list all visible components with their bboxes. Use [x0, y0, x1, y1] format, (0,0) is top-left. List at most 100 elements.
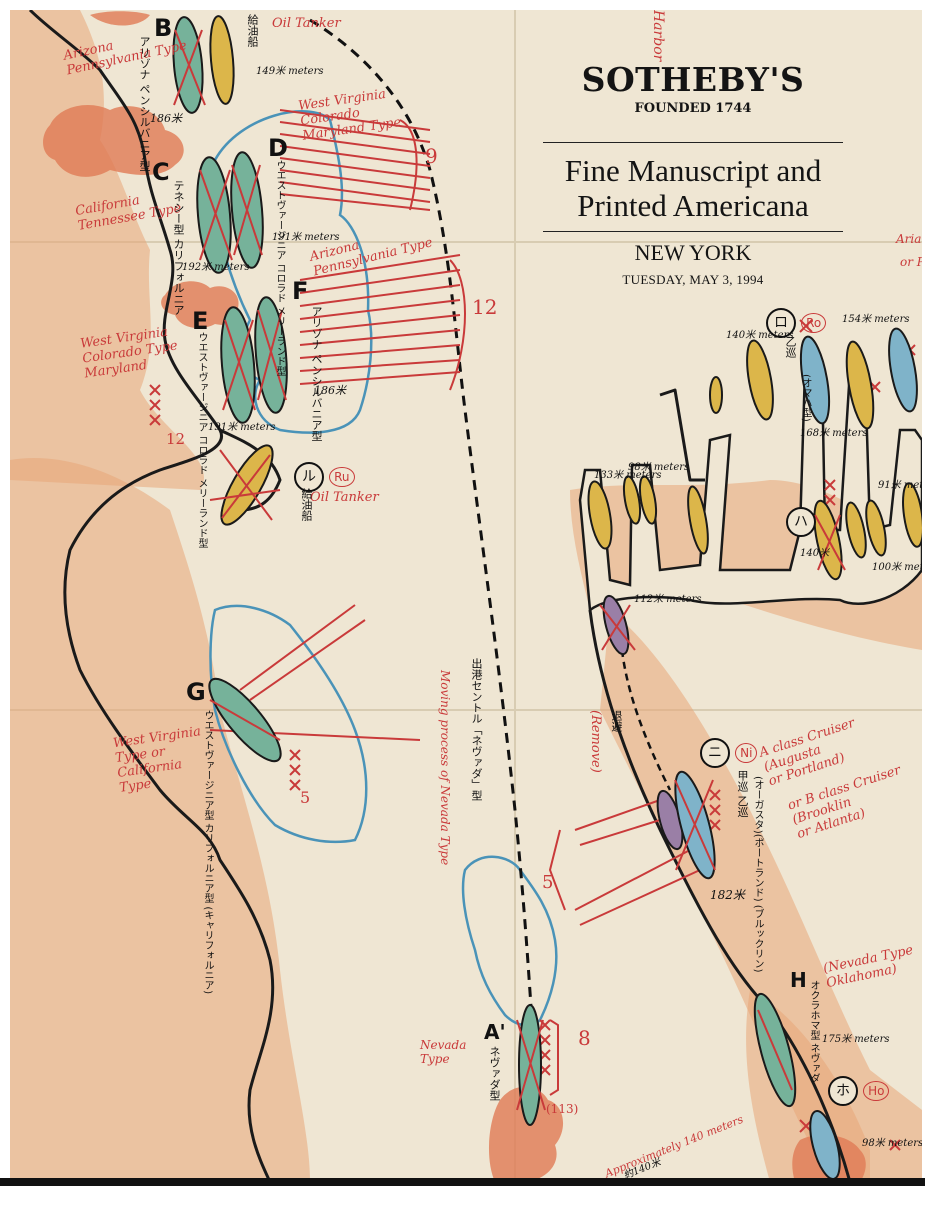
- smoke-cloud: [161, 281, 241, 329]
- measure-192: 192米 meters: [182, 262, 250, 273]
- remove-route-dashed: [620, 649, 672, 791]
- circled-ro: ロ: [766, 308, 796, 338]
- island-outline: [209, 604, 368, 844]
- measure-186: 186米: [150, 112, 182, 125]
- measure-191-e: 191米 meters: [208, 422, 276, 433]
- divider: [543, 142, 843, 143]
- smoke-cloud: [43, 105, 184, 177]
- harbor-label: Harbor: [650, 10, 666, 62]
- measure-140b: 140米: [800, 548, 830, 559]
- cruiser: [746, 339, 774, 421]
- count-113: (113): [546, 1102, 579, 1116]
- tag-ro: Ro: [801, 313, 827, 333]
- count-5-mid: 5: [542, 872, 554, 893]
- jp-label-h: オクラホマ型 ネヴァダ: [808, 980, 819, 1084]
- measure-175: 175米 meters: [822, 1034, 890, 1045]
- marker-ho: ホ Ho: [828, 1076, 890, 1106]
- coastline-east: [659, 388, 705, 482]
- jp-label-g: ウエストヴァージニア型 カリフォルニア型 (キャリフォルニア): [202, 710, 213, 995]
- jp-label-e: ウエストヴァージニア コロラド メリーランド型: [196, 332, 207, 549]
- ship-letter-e: E: [192, 307, 209, 335]
- measure-149: 149米 meters: [256, 66, 324, 77]
- tag-ho: Ho: [863, 1081, 890, 1101]
- marker-ni: ニ Ni: [700, 738, 758, 768]
- edge-label: Aria: [896, 232, 922, 246]
- title-line-1: Fine Manuscript and: [564, 153, 822, 188]
- measure-154: 154米 meters: [842, 314, 910, 325]
- count-9: 9: [425, 144, 438, 168]
- tanker-top: [209, 15, 235, 105]
- circled-ha: ハ: [786, 507, 816, 537]
- cruiser: [709, 376, 723, 414]
- marker-ha: ハ: [786, 507, 816, 537]
- coastline-west: [219, 428, 282, 512]
- measure-182: 182米: [710, 888, 745, 902]
- annotation-oil-tanker-mid: Oil Tanker: [310, 490, 379, 505]
- measure-98b: 98米 meters: [862, 1138, 922, 1149]
- tag-ru: Ru: [329, 467, 355, 487]
- coastline-west: [28, 10, 275, 1182]
- jp-label-tanker-top: 給油船: [246, 14, 259, 47]
- shore-wash: [600, 610, 922, 1182]
- count-5-g: 5: [300, 788, 311, 807]
- cruiser: [845, 501, 867, 559]
- jp-label-moving: 出港セントル「ネヴァダ」型: [470, 658, 483, 801]
- cruiser: [865, 499, 887, 557]
- edge-label: or P: [900, 255, 922, 269]
- title-line-2: Printed Americana: [577, 188, 809, 223]
- cruiser: [622, 475, 642, 525]
- torpedo-lines-d: [279, 109, 431, 211]
- pearl-harbor-map: [10, 10, 922, 1182]
- count-12-right: 12: [472, 295, 498, 319]
- measure-91: 91米 meters: [878, 480, 922, 491]
- tag-ni: Ni: [735, 743, 758, 763]
- torpedo-lines-ni: [548, 799, 701, 926]
- sale-city: NEW YORK: [634, 240, 752, 265]
- cruiser: [799, 335, 831, 425]
- ship-letter-b: B: [154, 14, 173, 42]
- hit-marks: [149, 319, 916, 1151]
- jp-label-a: ネヴァダ型: [488, 1046, 501, 1101]
- jp-label-f: アリゾナ ペンシルバニア型: [310, 306, 323, 442]
- brand-name: SOTHEBY'S: [581, 60, 805, 99]
- jp-label-ro-2: (オマハ型): [800, 374, 811, 422]
- ship-crosses: [173, 29, 846, 1111]
- scan-bottom-edge: [0, 1178, 925, 1208]
- measure-191-d: 191米 meters: [272, 232, 340, 243]
- smoke-cloud: [488, 1086, 564, 1182]
- measure-98: 98米 meters: [628, 462, 690, 473]
- measure-133: 133米 meters: [594, 470, 662, 481]
- annotation-nevada-type: Nevada Type: [420, 1038, 467, 1066]
- jp-label-ro: 乙巡: [784, 336, 797, 358]
- cruiser: [587, 480, 613, 550]
- ship-letter-f: F: [292, 277, 309, 305]
- catalog-title-block: SOTHEBY'S FOUNDED 1744 Fine Manuscript a…: [528, 60, 858, 288]
- torpedo-lines-f: [299, 254, 461, 385]
- cruiser: [888, 327, 918, 413]
- jp-label-ni-2: (オーガスタ)(ポートランド) (ブルックリン): [752, 776, 763, 973]
- ship-letter-a: A': [484, 1020, 506, 1044]
- cruiser: [687, 485, 709, 555]
- cruiser: [638, 475, 658, 525]
- marker-ro: ロ Ro: [766, 308, 827, 338]
- ship-letter-h: H: [790, 968, 807, 992]
- jp-label-ni: 甲巡 乙巡: [736, 770, 749, 818]
- sale-date: TUESDAY, MAY 3, 1994: [622, 272, 764, 287]
- bracket-marks: [399, 119, 559, 1096]
- measure-168: 168米 meters: [800, 428, 868, 439]
- ship-letter-d: D: [268, 134, 288, 162]
- measure-100: 100米 meters: [872, 562, 922, 573]
- cruiser: [902, 482, 922, 548]
- shore-wash: [10, 458, 310, 1182]
- jp-label-b: アリゾナ ペンシルバニア型: [138, 36, 151, 172]
- cruiser: [845, 340, 875, 430]
- annotation-remove: (Remove): [588, 710, 603, 773]
- marker-ru: ル Ru: [294, 462, 355, 492]
- measure-112: 112米 meters: [634, 594, 702, 605]
- divider: [543, 231, 843, 232]
- annotation-moving-nevada: Moving process of Nevada Type: [438, 670, 452, 866]
- annotation-oil-tanker: Oil Tanker: [272, 16, 341, 31]
- coastline-east: [588, 609, 852, 1182]
- catalog-title: Fine Manuscript and Printed Americana: [528, 153, 858, 223]
- circled-ho: ホ: [828, 1076, 858, 1106]
